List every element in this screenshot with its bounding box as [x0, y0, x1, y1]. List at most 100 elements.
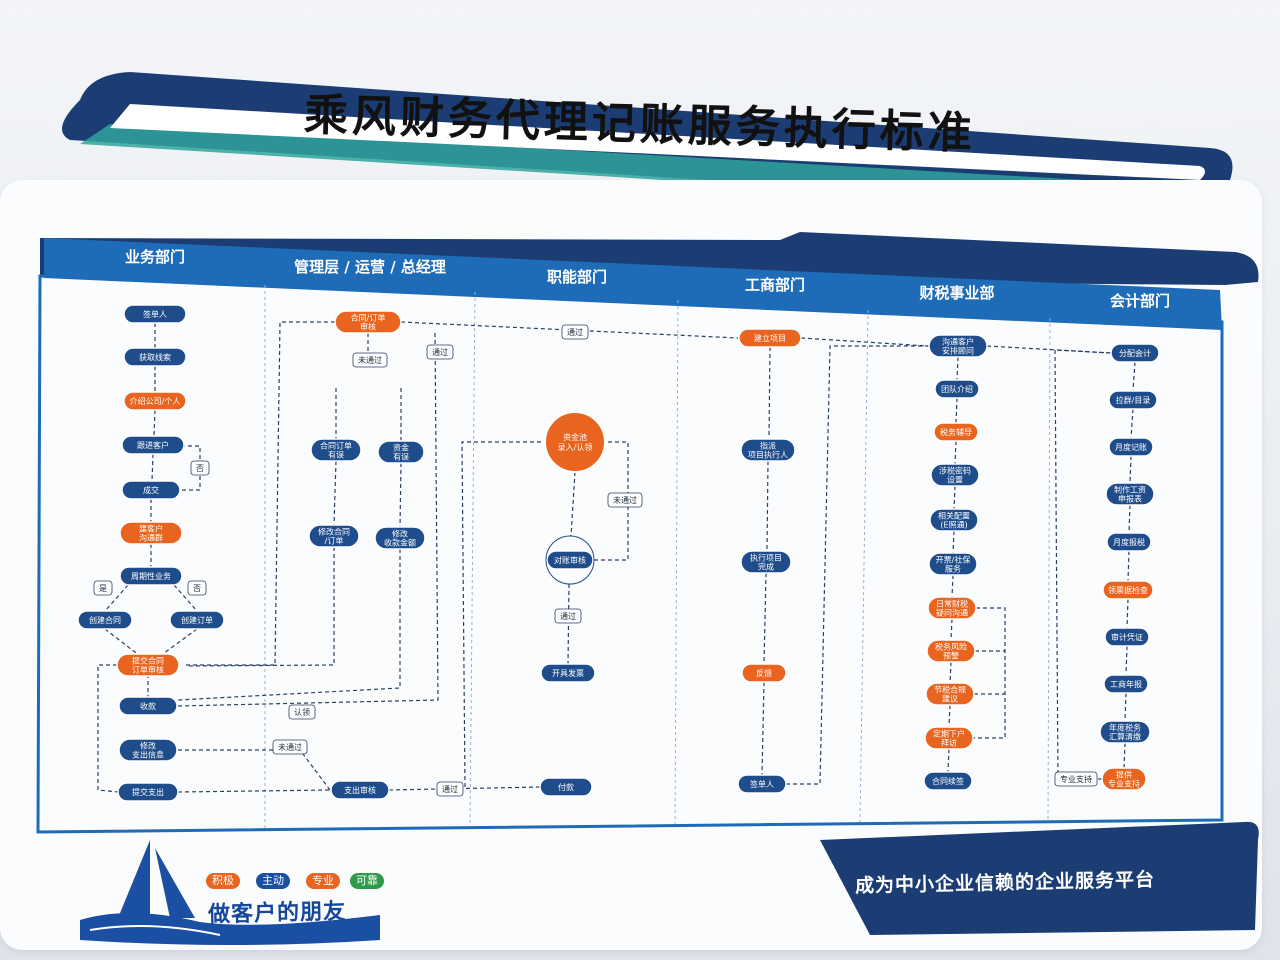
- flow-link-20: [177, 332, 439, 707]
- svg-text:服务: 服务: [945, 564, 961, 574]
- svg-text:工商年报: 工商年报: [1110, 679, 1142, 689]
- flow-link-2: [153, 409, 156, 437]
- svg-text:涉税密码: 涉税密码: [939, 466, 971, 476]
- flow-link-32: [800, 337, 929, 347]
- svg-text:修改: 修改: [140, 741, 156, 751]
- flow-link-54: [1124, 692, 1127, 722]
- branch-tag-expert: 专业支持: [1054, 771, 1098, 787]
- branch-tag-no2: 否: [187, 580, 207, 596]
- node-receive: 收款: [118, 696, 178, 716]
- flow-link-13: [186, 321, 335, 666]
- flow-link-30: [763, 572, 767, 665]
- node-monthly: 月度记账: [1108, 437, 1154, 457]
- branch-tag-pass2: 通过: [554, 608, 582, 624]
- svg-text:签单人: 签单人: [143, 309, 167, 319]
- flow-link-28: [768, 346, 771, 439]
- node-allocate: 分配会计: [1110, 343, 1160, 363]
- svg-text:否: 否: [193, 584, 201, 593]
- svg-text:介绍公司/个人: 介绍公司/个人: [130, 396, 181, 406]
- svg-text:反馈: 反馈: [756, 668, 772, 678]
- branch-tag-fail3: 未通过: [272, 739, 308, 755]
- node-follow: 跟进客户: [121, 435, 185, 455]
- flow-link-37: [954, 440, 957, 465]
- svg-text:订单审核: 订单审核: [132, 665, 164, 675]
- svg-text:通过: 通过: [432, 347, 448, 357]
- node-expense-review: 支出审核: [330, 780, 390, 800]
- svg-text:制作工资: 制作工资: [1114, 485, 1146, 495]
- column-header-4: 财税事业部: [919, 284, 994, 302]
- sailboat-logo: [80, 840, 380, 945]
- flow-link-6: [104, 584, 129, 612]
- column-header-2: 职能部门: [547, 268, 607, 286]
- column-divider-1: [469, 291, 476, 827]
- svg-text:开票/社保: 开票/社保: [936, 555, 971, 565]
- svg-text:创建订单: 创建订单: [181, 615, 213, 625]
- node-audit: 审计凭证: [1104, 627, 1150, 647]
- svg-text:合同续签: 合同续签: [932, 776, 964, 786]
- node-deal: 成交: [121, 480, 181, 500]
- flow-link-9: [159, 628, 198, 657]
- branch-tag-pass1: 通过: [426, 344, 454, 360]
- flow-link-11: [97, 664, 119, 793]
- value-tag-positive: 积极: [206, 873, 240, 889]
- svg-text:对账审核: 对账审核: [554, 555, 586, 565]
- flow-link-27: [461, 441, 545, 788]
- svg-text:有误: 有误: [328, 450, 344, 460]
- flow-link-40: [951, 574, 954, 598]
- reconcile-ring: [545, 535, 595, 585]
- node-contact-list: 拉群/目录: [1108, 390, 1158, 410]
- svg-text:执行项目: 执行项目: [750, 553, 782, 563]
- branch-tag-no1: 否: [190, 460, 210, 476]
- svg-text:沟通群: 沟通群: [139, 533, 163, 543]
- svg-text:相关配置: 相关配置: [938, 511, 970, 521]
- svg-text:是: 是: [99, 584, 107, 593]
- flow-link-22: [177, 789, 332, 793]
- svg-text:未通过: 未通过: [358, 355, 382, 365]
- svg-text:提交支出: 提交支出: [132, 787, 164, 797]
- node-acquire: 获取线索: [123, 347, 187, 367]
- branch-tag-fail2: 未通过: [607, 492, 643, 508]
- svg-text:汇算清缴: 汇算清缴: [1109, 732, 1141, 742]
- svg-text:沟通客户: 沟通客户: [942, 337, 974, 347]
- node-renew: 合同续签: [923, 771, 973, 791]
- flow-link-31: [761, 681, 765, 776]
- value-tag-professional: 专业: [306, 873, 340, 889]
- node-annual: 工商年报: [1103, 674, 1149, 694]
- svg-text:设置: 设置: [947, 475, 963, 485]
- svg-text:通过: 通过: [567, 327, 583, 337]
- svg-text:拜访: 拜访: [941, 738, 957, 748]
- svg-text:合同/订单: 合同/订单: [351, 313, 386, 323]
- svg-text:日常财税: 日常财税: [936, 599, 968, 609]
- node-invoice: 开具发票: [540, 663, 596, 683]
- svg-text:(E照通): (E照通): [940, 520, 967, 530]
- flow-link-16: [335, 388, 402, 443]
- node-sign: 签单人: [123, 304, 187, 324]
- flow-link-26: [567, 583, 570, 665]
- svg-text:拉群/目录: 拉群/目录: [1116, 395, 1151, 405]
- flow-link-29: [766, 460, 769, 551]
- node-declare: 月度报税: [1106, 532, 1152, 552]
- node-feedback: 反馈: [741, 663, 787, 683]
- svg-text:付款: 付款: [558, 782, 574, 792]
- flow-link-24: [570, 471, 576, 537]
- svg-text:安排顾问: 安排顾问: [942, 346, 974, 356]
- branch-tag-mid: 通过: [561, 324, 589, 340]
- node-tax-guide: 税务辅导: [933, 422, 979, 442]
- svg-text:修改合同: 修改合同: [318, 527, 350, 537]
- flow-link-19: [177, 549, 401, 701]
- branch-tag-fail1: 未通过: [352, 352, 388, 368]
- svg-text:提供: 提供: [1116, 770, 1132, 780]
- node-pay: 付款: [539, 777, 593, 797]
